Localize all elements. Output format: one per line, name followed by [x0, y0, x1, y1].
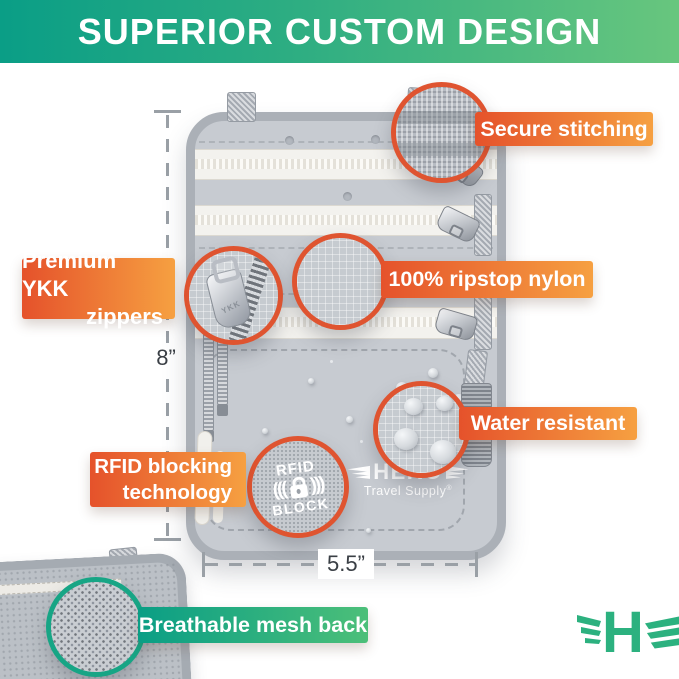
wing-left-icon	[347, 465, 371, 479]
mesh-texture	[51, 582, 141, 672]
width-value: 5.5”	[327, 551, 365, 576]
ykk-engraving: YKK	[220, 298, 242, 316]
callout-label: Water resistant	[470, 411, 626, 435]
water-droplet-large	[394, 428, 418, 450]
dimension-tick-right	[475, 552, 478, 577]
wing-left-icon	[577, 615, 601, 644]
hanging-tab-left	[227, 92, 256, 122]
lock-icon	[289, 483, 308, 500]
dotted-texture	[252, 441, 344, 533]
title-bar: SUPERIOR CUSTOM DESIGN	[0, 0, 679, 63]
zoom-circle-stitching	[391, 82, 492, 183]
callout-label: Breathable mesh back	[138, 612, 368, 637]
brand-tagline: Travel Supply®	[364, 484, 452, 498]
water-droplet-large	[404, 398, 423, 415]
dimension-tick-left	[202, 552, 205, 577]
zoom-circle-ripstop	[292, 233, 389, 330]
zoom-circle-rfid: RFID ((( ))) BLOCK	[247, 436, 349, 538]
snap-dot	[285, 136, 294, 145]
callout-water-resistant: Water resistant	[459, 407, 637, 440]
callout-label-line2: technology	[122, 480, 232, 504]
stitch-line	[199, 141, 493, 143]
zoom-circle-water	[373, 381, 470, 478]
water-speck	[360, 440, 363, 443]
height-value: 8”	[156, 345, 176, 370]
callout-ripstop-nylon: 100% ripstop nylon	[381, 261, 593, 298]
zoom-circle-ykk: YKK	[184, 246, 283, 345]
callout-label: 100% ripstop nylon	[388, 267, 586, 291]
callout-label-line1: RFID blocking	[94, 454, 232, 478]
webbing-texture	[396, 87, 487, 178]
water-droplet	[346, 416, 353, 423]
snap-dot	[371, 135, 380, 144]
page-title: SUPERIOR CUSTOM DESIGN	[77, 10, 602, 52]
water-droplet	[428, 368, 438, 378]
callout-rfid-blocking: RFID blocking technology	[90, 452, 246, 507]
weave-band	[396, 111, 487, 124]
water-droplet	[366, 528, 371, 533]
callout-label-line1: Premium YKK	[22, 247, 117, 301]
dimension-width-label: 5.5”	[318, 549, 374, 579]
callout-breathable-mesh: Breathable mesh back	[138, 607, 368, 643]
water-droplet	[262, 428, 268, 434]
water-speck	[330, 360, 333, 363]
signal-waves-right: )))	[308, 473, 325, 496]
signal-waves-left: (((	[271, 478, 288, 501]
wing-right-icon	[644, 616, 679, 649]
callout-secure-stitching: Secure stitching	[475, 112, 653, 146]
callout-premium-ykk-zippers: Premium YKK zippers	[22, 248, 175, 329]
callout-label-line2: zippers	[85, 303, 163, 329]
water-droplet	[308, 378, 314, 384]
zoom-circle-mesh	[46, 577, 146, 677]
side-strap	[474, 194, 492, 256]
brand-tagline-text: Travel Supply	[363, 484, 447, 498]
callout-label: Secure stitching	[480, 116, 648, 141]
registered-mark: ®	[446, 484, 453, 492]
water-droplet-large	[436, 396, 453, 411]
dimension-line-vertical	[166, 115, 169, 538]
dimension-height-label: 8”	[143, 343, 189, 373]
ripstop-texture	[297, 238, 384, 325]
hanging-cord	[203, 331, 214, 442]
brand-monogram: H	[602, 600, 644, 665]
weave-band	[396, 143, 487, 156]
water-droplet-large	[430, 440, 456, 464]
dimension-tick-top	[154, 110, 181, 113]
snap-dot	[343, 192, 352, 201]
dimension-tick-bottom	[154, 538, 181, 541]
rfid-badge: RFID ((( ))) BLOCK	[252, 441, 344, 533]
brand-monogram-logo: H	[577, 604, 679, 662]
